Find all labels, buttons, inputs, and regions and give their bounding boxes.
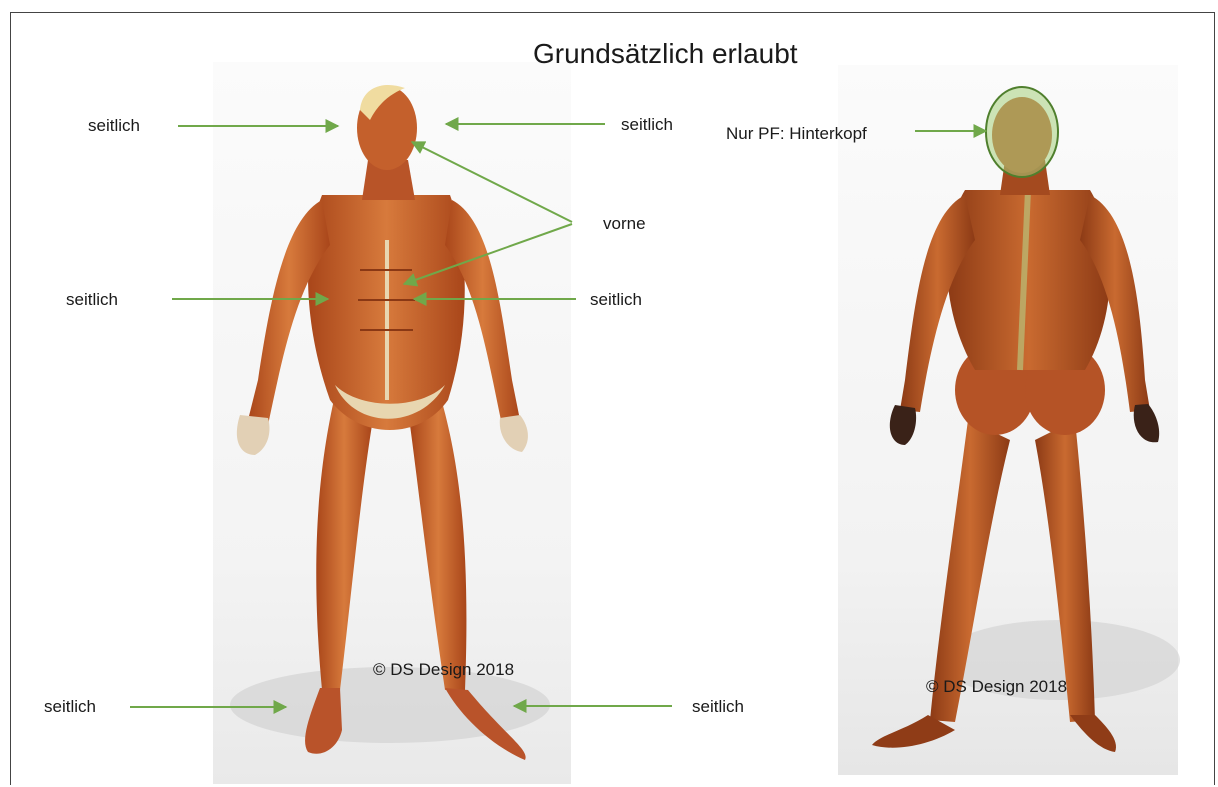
copyright-back: © DS Design 2018 (926, 677, 1067, 697)
copyright-front: © DS Design 2018 (373, 660, 514, 680)
label-front-head-right: seitlich (621, 115, 673, 135)
hinterkopf-highlight (986, 87, 1058, 177)
label-front-foot-right: seitlich (692, 697, 744, 717)
label-front-torso-left: seitlich (66, 290, 118, 310)
label-front-torso-right: seitlich (590, 290, 642, 310)
label-front-head-left: seitlich (88, 116, 140, 136)
label-front-foot-left: seitlich (44, 697, 96, 717)
label-vorne: vorne (603, 214, 646, 234)
label-hinterkopf: Nur PF: Hinterkopf (726, 124, 867, 144)
front-muscle-figure (237, 85, 528, 760)
